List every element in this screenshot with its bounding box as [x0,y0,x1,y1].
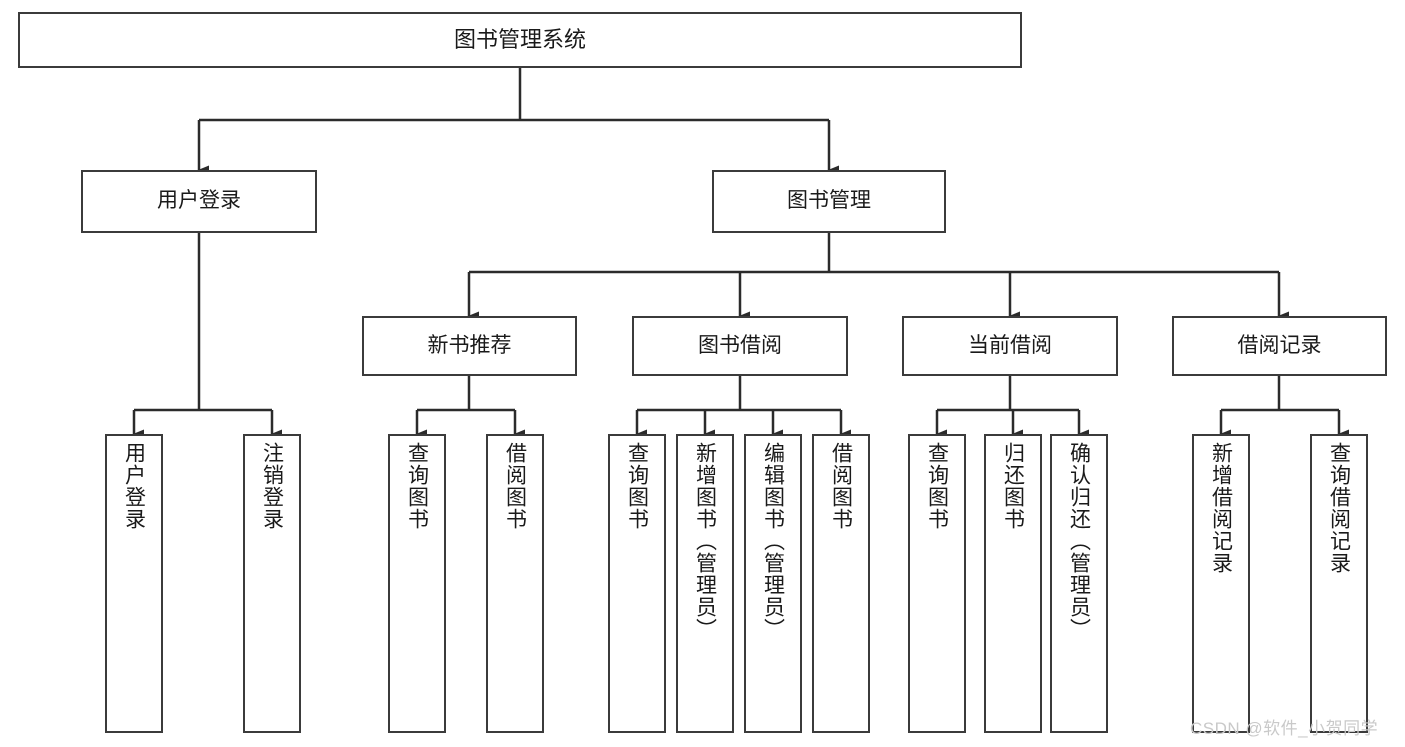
node-leaf-add-record[interactable]: 新增借阅记录 [1192,434,1250,733]
node-label-borrow: 图书借阅 [698,333,782,357]
node-leaf-confirm-return[interactable]: 确认归还（管理员） [1050,434,1108,733]
node-label-leaf-query-record: 查询借阅记录 [1327,442,1351,574]
node-leaf-query-record[interactable]: 查询借阅记录 [1310,434,1368,733]
node-leaf-query-book-2[interactable]: 查询图书 [608,434,666,733]
node-label-leaf-return-book: 归还图书 [1001,442,1025,530]
node-label-leaf-edit-book: 编辑图书（管理员） [761,442,785,640]
node-leaf-borrow-book-1[interactable]: 借阅图书 [486,434,544,733]
node-leaf-edit-book[interactable]: 编辑图书（管理员） [744,434,802,733]
node-borrow[interactable]: 图书借阅 [632,316,848,376]
node-label-current: 当前借阅 [968,333,1052,357]
node-leaf-logout[interactable]: 注销登录 [243,434,301,733]
node-label-newbook: 新书推荐 [427,333,512,357]
node-label-leaf-confirm-return: 确认归还（管理员） [1067,442,1091,640]
node-label-records: 借阅记录 [1237,333,1322,357]
node-label-leaf-query-book-1: 查询图书 [405,442,429,530]
node-label-leaf-logout: 注销登录 [260,442,284,530]
node-label-leaf-query-book-3: 查询图书 [925,442,949,530]
node-leaf-add-book[interactable]: 新增图书（管理员） [676,434,734,733]
node-label-leaf-add-book: 新增图书（管理员） [693,442,717,640]
node-leaf-query-book-1[interactable]: 查询图书 [388,434,446,733]
node-bookmgmt[interactable]: 图书管理 [712,170,946,233]
node-records[interactable]: 借阅记录 [1172,316,1387,376]
node-label-leaf-query-book-2: 查询图书 [625,442,649,530]
node-label-root: 图书管理系统 [453,27,586,53]
node-current[interactable]: 当前借阅 [902,316,1118,376]
node-label-leaf-borrow-book-1: 借阅图书 [503,442,527,530]
node-label-login: 用户登录 [157,189,241,213]
node-leaf-user-login[interactable]: 用户登录 [105,434,163,733]
node-label-leaf-user-login: 用户登录 [122,442,146,530]
node-label-leaf-add-record: 新增借阅记录 [1209,442,1233,574]
node-label-leaf-borrow-book-2: 借阅图书 [829,442,853,530]
node-newbook[interactable]: 新书推荐 [362,316,577,376]
node-label-bookmgmt: 图书管理 [787,189,871,213]
node-leaf-borrow-book-2[interactable]: 借阅图书 [812,434,870,733]
node-root[interactable]: 图书管理系统 [18,12,1022,68]
node-leaf-query-book-3[interactable]: 查询图书 [908,434,966,733]
node-login[interactable]: 用户登录 [81,170,317,233]
node-leaf-return-book[interactable]: 归还图书 [984,434,1042,733]
connector-lines [132,68,1349,439]
